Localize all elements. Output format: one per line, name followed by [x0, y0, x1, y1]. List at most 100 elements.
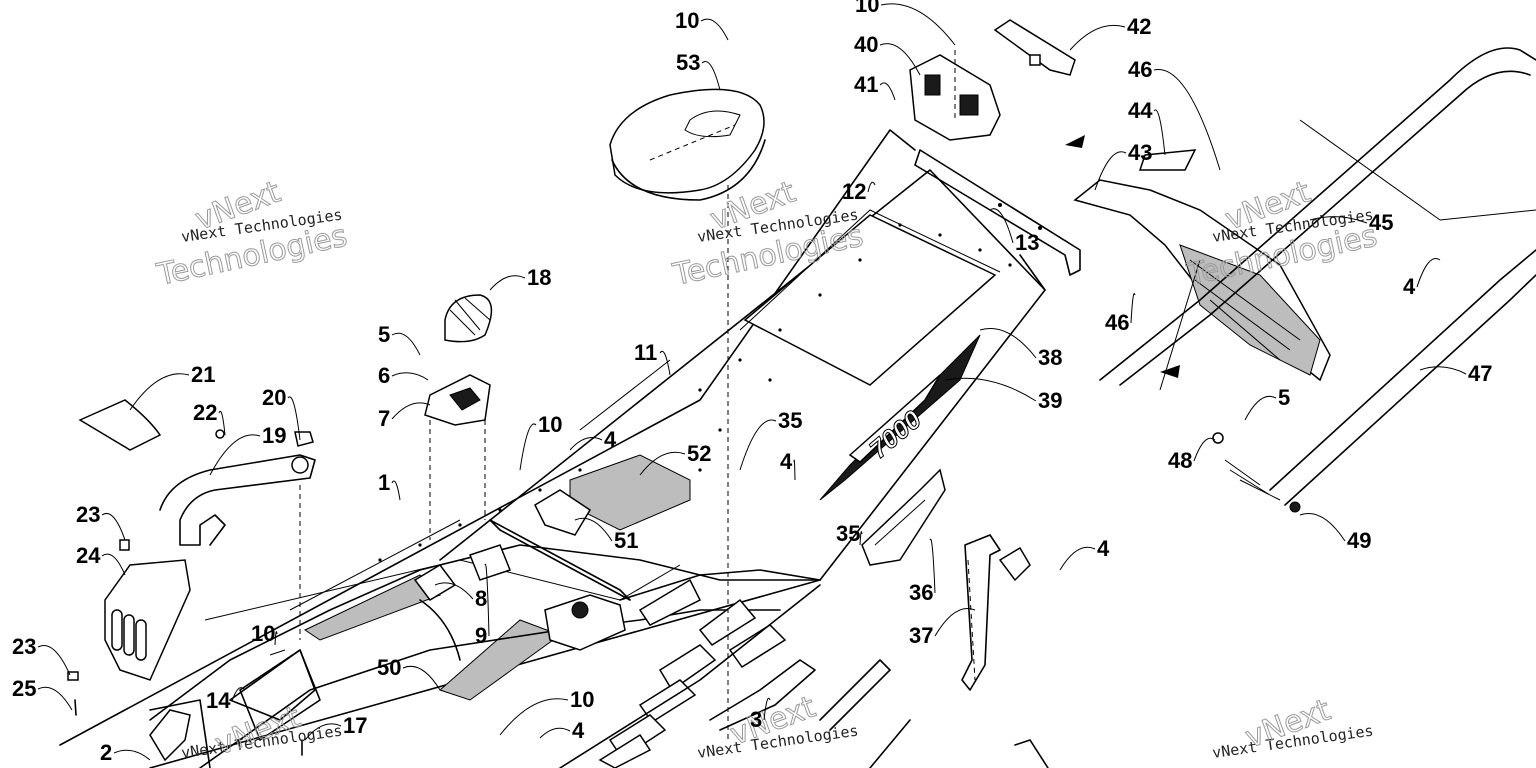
part-number-label: 5: [1278, 385, 1290, 410]
leader-line: [391, 402, 431, 420]
part-number-label: 9: [475, 623, 487, 648]
callout-c45: 45: [1309, 210, 1393, 235]
seat-53: [609, 88, 766, 201]
part-number-label: 14: [206, 688, 231, 713]
taillight-43: [1073, 149, 1331, 382]
part-number-label: 22: [193, 400, 217, 425]
leader-line: [989, 208, 1014, 244]
part-number-label: 17: [343, 713, 367, 738]
part-18: [444, 294, 493, 343]
callout-c19: 19: [209, 423, 286, 476]
callout-c8: 8: [434, 582, 487, 611]
part-number-label: 10: [855, 0, 879, 17]
part-number-label: 46: [1105, 310, 1129, 335]
part-number-label: 50: [377, 655, 401, 680]
leader-line: [209, 434, 261, 476]
part-number-label: 6: [378, 363, 390, 388]
callout-c47: 47: [1419, 361, 1492, 386]
arrow-up-icon: [1065, 135, 1085, 148]
leader-line: [539, 727, 571, 739]
callout-c2: 2: [100, 740, 151, 765]
callout-c48: 48: [1168, 437, 1216, 473]
part-number-label: 52: [687, 441, 711, 466]
callout-c50: 50: [377, 655, 441, 691]
leader-line: [793, 459, 796, 481]
callout-c4c: 4: [539, 718, 585, 743]
bracket-9: [469, 544, 511, 581]
callout-c35a: 35: [739, 408, 802, 471]
callout-c1: 1: [378, 470, 401, 501]
bumper-47: [1099, 47, 1536, 506]
leader-line: [569, 437, 603, 451]
arrow-down-icon: [1160, 365, 1180, 378]
leader-line: [1193, 437, 1216, 462]
part-number-label: 49: [1347, 528, 1371, 553]
callout-c3: 3: [750, 697, 771, 732]
callout-c39: 39: [944, 377, 1062, 413]
leader-line: [391, 480, 401, 501]
part-number-label: 12: [842, 179, 866, 204]
part-number-label: 8: [475, 586, 487, 611]
leader-line: [519, 423, 537, 471]
callout-c11: 11: [634, 340, 671, 376]
leader-line: [934, 608, 976, 637]
callout-c46b: 46: [1105, 293, 1136, 335]
bracket-block: [544, 594, 626, 651]
part-number-label: 10: [570, 687, 594, 712]
callout-c21: 21: [129, 362, 215, 411]
part-number-label: 20: [262, 385, 286, 410]
leader-line: [37, 645, 71, 676]
callout-c36: 36: [909, 538, 936, 605]
part-number-label: 39: [1038, 388, 1062, 413]
leader-line: [402, 665, 441, 691]
callout-c5a: 5: [378, 322, 421, 356]
leader-line: [639, 451, 686, 476]
part-number-label: 10: [538, 412, 562, 437]
hitch-37: [961, 534, 1049, 768]
leader-line: [1419, 366, 1467, 375]
callout-c18: 18: [489, 265, 551, 291]
leader-line: [1130, 293, 1136, 324]
part-number-label: 44: [1128, 98, 1153, 123]
leader-line: [879, 82, 896, 101]
leader-line: [979, 328, 1037, 359]
leader-line: [391, 332, 421, 356]
leader-line: [1153, 68, 1221, 171]
part-42: [993, 19, 1076, 76]
part-number-label: 36: [909, 580, 933, 605]
part-number-label: 2: [100, 740, 112, 765]
callout-c10e: 10: [499, 687, 594, 736]
leader-line: [231, 687, 246, 702]
part-number-label: 4: [604, 427, 617, 452]
leader-line: [274, 631, 278, 646]
callout-c41: 41: [854, 72, 896, 101]
leader-line: [304, 723, 342, 741]
part-number-label: 19: [262, 423, 286, 448]
callout-c53: 53: [676, 50, 721, 91]
callout-c35b: 35: [836, 521, 863, 546]
part-number-label: 25: [12, 676, 36, 701]
callout-c43: 43: [1094, 140, 1152, 191]
callout-c25: 25: [12, 676, 73, 711]
callout-c24: 24: [76, 543, 126, 576]
part-number-label: 45: [1369, 210, 1393, 235]
bracket-14: [149, 649, 316, 762]
part-number-label: 4: [572, 718, 585, 743]
callout-c23a: 23: [76, 502, 126, 541]
part-number-label: 23: [12, 634, 36, 659]
callout-c10d: 10: [251, 621, 278, 646]
part-21: [78, 399, 162, 451]
leader-line: [129, 373, 190, 411]
part-number-label: 4: [1097, 536, 1110, 561]
part-number-label: 41: [854, 72, 878, 97]
callout-c38: 38: [979, 328, 1062, 370]
callout-c51: 51: [574, 517, 638, 553]
part-number-label: 4: [780, 449, 793, 474]
callout-c42: 42: [1069, 14, 1151, 51]
leader-line: [101, 553, 126, 576]
part-number-label: 1: [378, 470, 390, 495]
leader-line: [867, 181, 876, 193]
track-clips: [559, 569, 821, 768]
part-number-label: 3: [750, 707, 762, 732]
leader-line: [1094, 151, 1127, 191]
